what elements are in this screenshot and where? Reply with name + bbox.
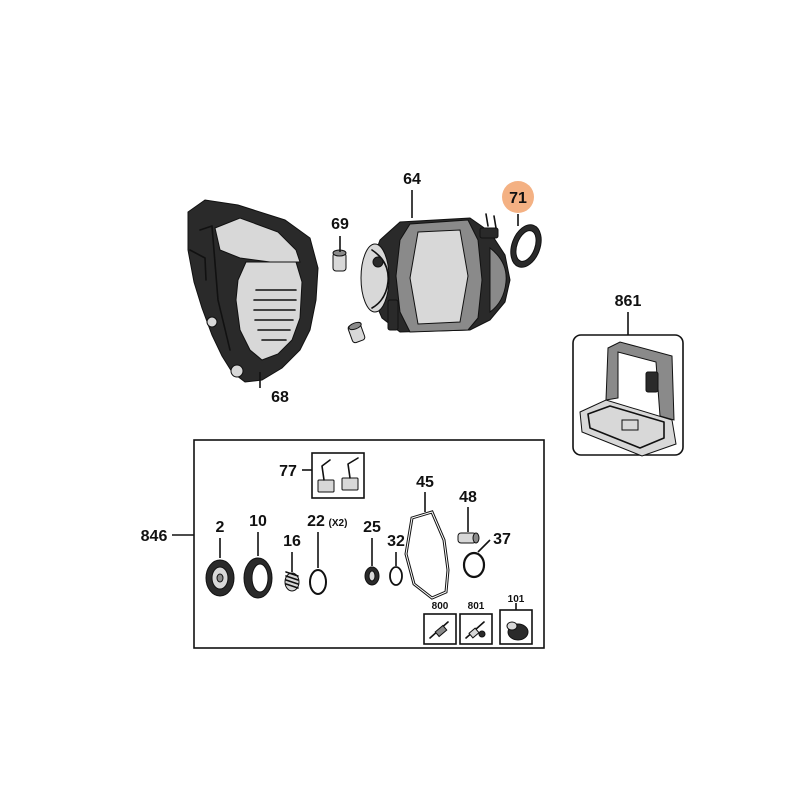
label-861: 861 [615, 293, 642, 310]
label-801: 801 [468, 601, 485, 612]
gasket-part-45[interactable] [404, 510, 450, 600]
o-ring-part-32[interactable] [389, 566, 403, 586]
label-101: 101 [508, 594, 525, 605]
highlight-badge-71[interactable] [502, 181, 534, 213]
label-10: 10 [249, 513, 267, 530]
spring-part-16[interactable] [284, 571, 300, 592]
seal-ring-part-10[interactable] [243, 557, 273, 599]
label-22: 22 [307, 513, 325, 530]
label-32: 32 [387, 533, 405, 550]
label-64: 64 [403, 171, 421, 188]
label-846: 846 [141, 528, 168, 545]
tool-part-801[interactable] [465, 621, 486, 639]
cap-part-2[interactable] [205, 559, 235, 597]
bearing-part-25[interactable] [364, 566, 380, 586]
leader-37 [477, 539, 491, 553]
label-16: 16 [283, 533, 301, 550]
bushing-part-69[interactable] [332, 249, 366, 344]
stator-part-64[interactable] [360, 213, 511, 333]
tool-part-800[interactable] [429, 621, 449, 639]
label-69: 69 [331, 216, 349, 233]
knob-part-101[interactable] [506, 621, 529, 641]
label-45: 45 [416, 474, 434, 491]
label-68: 68 [271, 389, 289, 406]
label-48: 48 [459, 489, 477, 506]
pin-part-48[interactable] [457, 532, 480, 544]
kit-frame-846 [193, 439, 545, 649]
gear-housing-part-68[interactable] [187, 199, 319, 383]
housing-fan-grille [253, 289, 297, 341]
label-71: 71 [509, 190, 527, 207]
carbon-brush-part-77[interactable] [317, 457, 359, 493]
label-37: 37 [493, 531, 511, 548]
label-77: 77 [279, 463, 297, 480]
o-ring-part-37[interactable] [462, 551, 486, 579]
box-801 [459, 613, 493, 645]
label-2: 2 [216, 519, 225, 536]
carry-case-part-861[interactable] [579, 341, 677, 457]
label-800: 800 [432, 601, 449, 612]
label-22-quantity: (X2) [329, 518, 348, 529]
box-800 [423, 613, 457, 645]
brush-box-77 [311, 452, 365, 499]
label-25: 25 [363, 519, 381, 536]
ring-part-71[interactable] [505, 221, 546, 272]
ring-part-22[interactable] [309, 569, 327, 595]
